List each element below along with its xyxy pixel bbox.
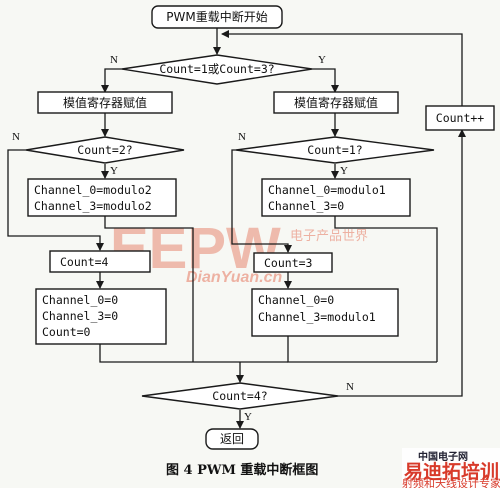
figure-caption: 图 4 PWM 重载中断框图 <box>166 462 318 478</box>
corner-logo-small: 中国电子网 <box>418 450 468 463</box>
label-right-yes: Y <box>340 165 348 177</box>
edge-right-merge <box>334 216 438 362</box>
edge-main-no <box>101 68 122 93</box>
node-count4-label: Count=4 <box>60 255 109 269</box>
node-count3: Count=3 <box>253 252 333 273</box>
node-decision-left-label: Count=2? <box>77 143 132 157</box>
node-start: PWM重载中断开始 <box>151 5 283 29</box>
corner-logo: 中国电子网 易迪拓培训 射频和天线设计专家 <box>402 448 500 488</box>
node-return: 返回 <box>205 428 259 450</box>
node-left-bottom-line2: Channel_3=0 <box>42 309 118 323</box>
edge-right-no <box>231 149 292 253</box>
connectors <box>7 28 466 429</box>
node-right-yes-line1: Channel_0=modulo1 <box>268 183 386 197</box>
label-main-yes: Y <box>318 54 326 66</box>
node-assign-left: 模值寄存器赋值 <box>37 91 173 114</box>
node-right-yes-box: Channel_0=modulo1 Channel_3=0 <box>261 178 411 217</box>
node-assign-left-label: 模值寄存器赋值 <box>63 95 147 110</box>
node-decision-end: Count=4? <box>141 382 339 410</box>
node-right-yes-line2: Channel_3=0 <box>268 199 344 213</box>
label-right-no: N <box>238 131 246 143</box>
edge-right-bottom <box>287 336 437 363</box>
node-right-bottom-line2: Channel_3=modulo1 <box>258 310 376 324</box>
label-left-no: N <box>12 131 20 143</box>
node-left-yes-line1: Channel_0=modulo2 <box>34 183 152 197</box>
watermark-cn: 电子产品世界 <box>290 229 368 244</box>
edge-left-no <box>7 149 104 251</box>
node-decision-main-label: Count=1或Count=3? <box>159 62 274 76</box>
node-assign-right: 模值寄存器赋值 <box>273 91 399 114</box>
corner-logo-sub: 射频和天线设计专家 <box>402 476 500 488</box>
node-right-bottom-line1: Channel_0=0 <box>258 293 334 307</box>
node-decision-right-label: Count=1? <box>307 143 362 157</box>
label-end-no: N <box>346 381 354 393</box>
node-increment-label: Count++ <box>436 111 485 125</box>
edge-end-no <box>338 129 466 397</box>
node-left-yes-line2: Channel_3=modulo2 <box>34 199 152 213</box>
node-increment: Count++ <box>425 105 495 131</box>
node-decision-main: Count=1或Count=3? <box>121 54 313 85</box>
edge-left-bottom <box>99 344 193 363</box>
node-count4: Count=4 <box>49 250 151 273</box>
watermark-site: DianYuan.cn <box>186 269 283 286</box>
node-decision-left: Count=2? <box>25 136 185 164</box>
node-right-bottom-box: Channel_0=0 Channel_3=modulo1 <box>251 288 399 337</box>
node-count3-label: Count=3 <box>264 256 313 270</box>
edge-loop-back <box>221 30 463 106</box>
node-return-label: 返回 <box>220 432 244 446</box>
edge-left-merge <box>104 216 194 362</box>
node-start-label: PWM重载中断开始 <box>166 9 267 24</box>
label-left-yes: Y <box>110 165 118 177</box>
node-decision-right: Count=1? <box>235 136 435 164</box>
node-assign-right-label: 模值寄存器赋值 <box>294 95 378 110</box>
edge-main-yes <box>312 68 339 93</box>
node-left-bottom-box: Channel_0=0 Channel_3=0 Count=0 <box>35 288 167 345</box>
label-end-yes: Y <box>244 411 252 423</box>
node-left-bottom-line3: Count=0 <box>42 325 91 339</box>
node-left-bottom-line1: Channel_0=0 <box>42 293 118 307</box>
node-decision-end-label: Count=4? <box>212 389 267 403</box>
label-main-no: N <box>110 54 118 66</box>
corner-logo-main: 易迪拓培训 <box>404 460 499 483</box>
node-left-yes-box: Channel_0=modulo2 Channel_3=modulo2 <box>27 178 177 217</box>
